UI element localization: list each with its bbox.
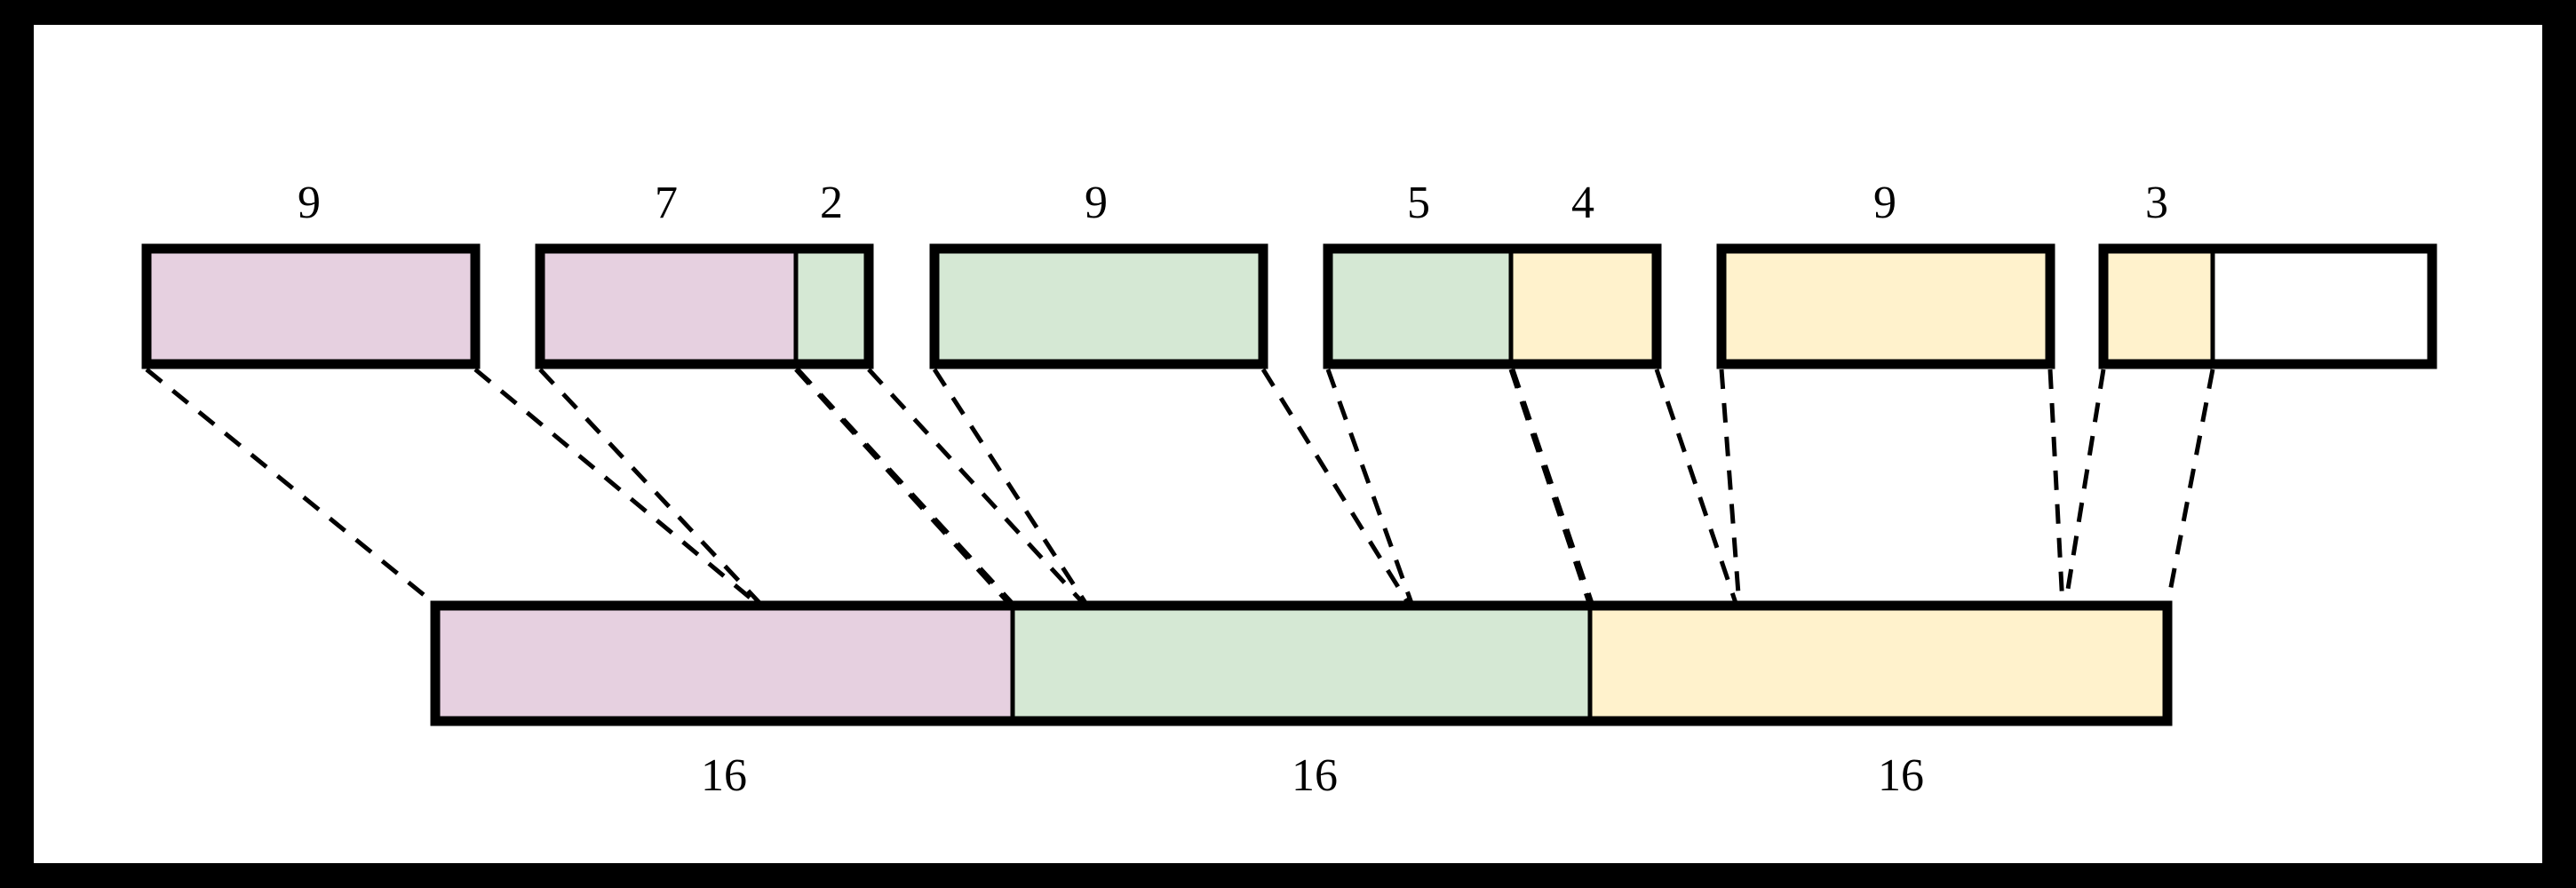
source-segment-3-0 — [1326, 247, 1513, 366]
bin-bar-group — [430, 600, 2173, 726]
leader-line-8 — [1325, 369, 1415, 607]
source-box-outline-0 — [141, 243, 481, 369]
source-label-3: 9 — [1085, 178, 1108, 228]
source-box-group-5 — [2098, 243, 2437, 369]
bin-segment-0 — [433, 604, 1014, 723]
source-box-group-3 — [1323, 243, 1662, 369]
bin-label-2: 16 — [1878, 750, 1924, 801]
leader-line-10 — [1510, 369, 1595, 607]
source-segment-2-0 — [933, 247, 1265, 366]
figure-canvas: 9 7 2 9 5 4 9 3 — [34, 25, 2542, 863]
source-segment-5-1 — [2211, 247, 2434, 366]
leader-line-2 — [538, 368, 764, 607]
leader-line-6 — [932, 368, 1090, 607]
leader-line-15 — [2165, 369, 2215, 607]
source-label-2: 2 — [820, 178, 843, 228]
leader-line-0 — [145, 368, 439, 607]
leader-line-11 — [1654, 369, 1739, 607]
bin-segment-2 — [1588, 604, 2169, 723]
source-segment-0-0 — [145, 247, 477, 366]
source-segment-1-0 — [538, 247, 798, 366]
leader-line-7 — [1260, 368, 1412, 607]
source-label-6: 9 — [1873, 178, 1896, 228]
source-segment-1-1 — [794, 247, 871, 366]
source-label-0: 9 — [298, 178, 321, 228]
source-segment-5-0 — [2102, 247, 2214, 366]
bin-label-1: 16 — [1292, 750, 1338, 801]
source-box-group-2 — [929, 243, 1268, 369]
source-box-outline-5 — [2098, 243, 2437, 369]
leader-line-13 — [2047, 369, 2065, 607]
bin-bar-outline — [430, 600, 2173, 726]
leader-line-12 — [1719, 369, 1742, 607]
source-label-7: 3 — [2145, 178, 2168, 228]
source-segment-4-0 — [1720, 247, 2052, 366]
leader-line-1 — [473, 368, 761, 607]
source-segment-3-1 — [1509, 247, 1658, 366]
bin-packing-diagram: 9 7 2 9 5 4 9 3 — [141, 178, 2437, 801]
source-box-group-1 — [535, 243, 874, 369]
source-label-4: 5 — [1407, 178, 1430, 228]
bin-label-0: 16 — [701, 750, 747, 801]
source-box-group-4 — [1716, 243, 2055, 369]
source-label-1: 7 — [655, 178, 678, 228]
source-box-outline-4 — [1716, 243, 2055, 369]
source-label-5: 4 — [1571, 178, 1594, 228]
bin-segment-1 — [1011, 604, 1592, 723]
leader-line-14 — [2063, 369, 2106, 607]
source-box-group-0 — [141, 243, 481, 369]
source-box-outline-2 — [929, 243, 1268, 369]
source-box-outline-1 — [535, 243, 874, 369]
leader-line-4 — [796, 368, 1016, 607]
source-box-outline-3 — [1323, 243, 1662, 369]
